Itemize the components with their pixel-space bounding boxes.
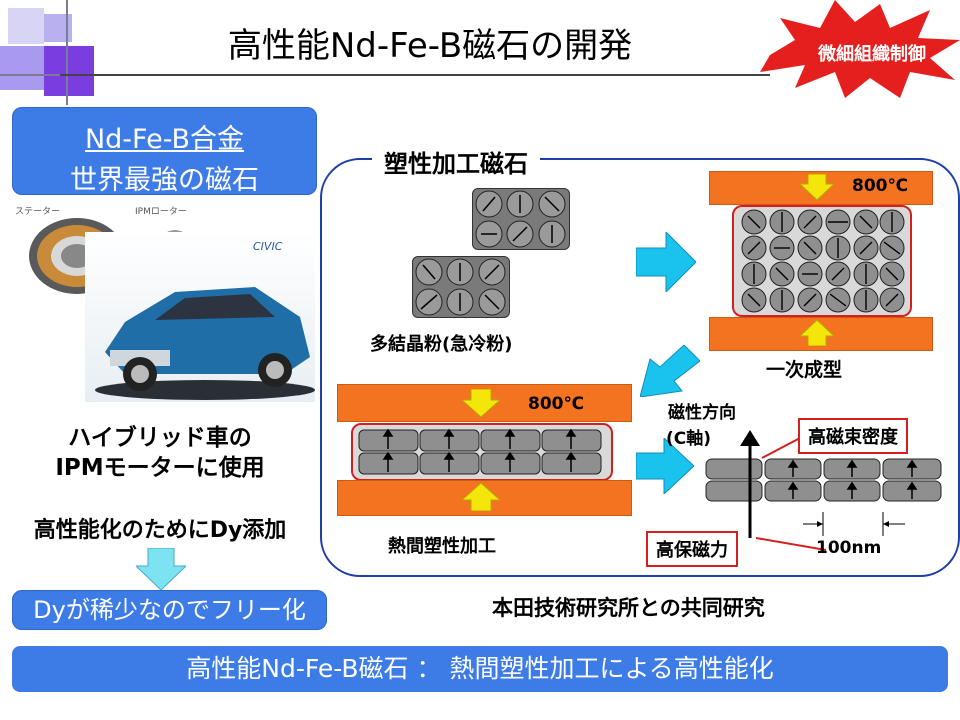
press-arrow-up-icon-2	[462, 483, 500, 511]
process-panel	[320, 158, 960, 577]
badge-starburst-icon	[760, 0, 960, 98]
powder-grain-block-2	[412, 256, 510, 318]
collaboration-text: 本田技術研究所との共同研究	[492, 596, 765, 620]
mag-direction-label-1: 磁性方向	[668, 403, 736, 423]
alloy-name: Nd-Fe-B合金	[84, 124, 245, 155]
process-title: 塑性加工磁石	[372, 144, 540, 179]
title-underline	[60, 74, 770, 76]
high-coercivity-callout: 高保磁力	[646, 531, 738, 567]
hot-working-label: 熱間塑性加工	[388, 536, 496, 557]
temperature-label-1: 800℃	[852, 176, 909, 196]
usage-text-line2: IPMモーターに使用	[55, 455, 265, 481]
temperature-label-2: 800℃	[528, 394, 585, 414]
car-image: CIVIC	[85, 232, 315, 402]
dy-free-box: Dyが稀少なのでフリー化	[12, 590, 327, 630]
diagonal-arrow-icon	[640, 345, 700, 397]
high-flux-callout: 高磁束密度	[798, 418, 908, 454]
page-title: 高性能Nd-Fe-B磁石の開発	[227, 26, 633, 66]
right-arrow-icon-1	[636, 232, 696, 292]
scale-bar	[803, 512, 905, 536]
usage-text-line1: ハイブリッド車の	[68, 425, 252, 451]
down-arrow-icon	[136, 548, 186, 590]
powder-grain-block-1	[472, 188, 570, 250]
first-mold-label: 一次成型	[766, 359, 843, 381]
hot-working-mold	[351, 423, 613, 481]
motor-label-stator: ステーター	[15, 207, 61, 217]
car-logo: CIVIC	[253, 240, 283, 253]
press-arrow-up-icon-1	[800, 320, 834, 346]
corner-decoration	[0, 0, 120, 110]
c-axis-arrow-icon	[740, 430, 760, 538]
press-arrow-down-icon-2	[462, 389, 500, 417]
high-coercivity-leader	[756, 537, 826, 551]
motor-label-rotor: IPMローター	[135, 207, 187, 217]
right-arrow-icon-2	[636, 438, 694, 494]
mag-direction-label-2: (C軸)	[666, 429, 712, 449]
alloy-subtitle: 世界最強の磁石	[70, 165, 259, 196]
scale-label: 100nm	[816, 538, 882, 558]
high-flux-leader	[761, 437, 800, 459]
powder-label: 多結晶粉(急冷粉)	[370, 334, 513, 355]
badge-text: 微細組織制御	[818, 44, 926, 65]
first-mold	[732, 205, 912, 317]
alloy-info-box: Nd-Fe-B合金 世界最強の磁石	[12, 107, 317, 196]
summary-bar: 高性能Nd-Fe-B磁石 ： 熱間塑性加工による高性能化	[12, 646, 948, 692]
dy-addition-text: 高性能化のためにDy添加	[33, 518, 287, 543]
press-arrow-down-icon-1	[800, 174, 834, 200]
final-grain-structure	[705, 458, 943, 502]
